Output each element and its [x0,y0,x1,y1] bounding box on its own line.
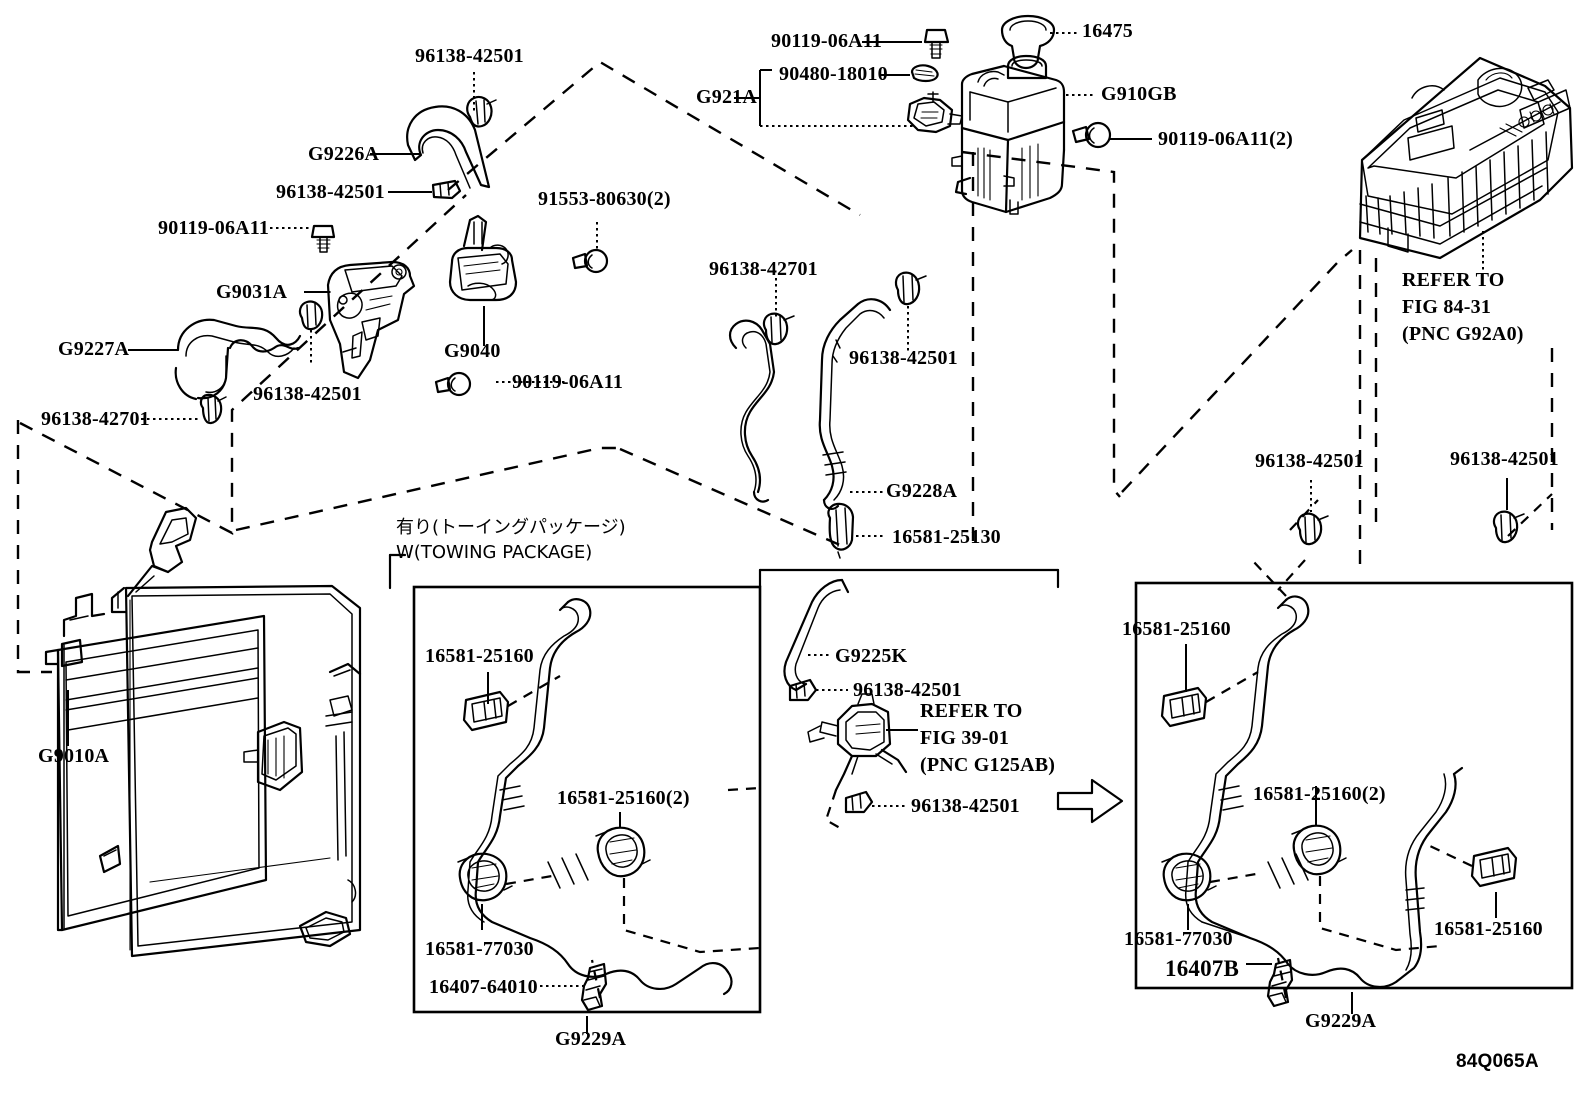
clip-96138-42501-g9227a-icon [298,300,324,331]
clamp-16581-25160-right-tl-icon [1160,686,1208,728]
label-bolt-90119-06a11-tank: 90119-06A11 [771,30,883,52]
reservoir-tank-g910gb-icon [951,14,1066,215]
label-clip-96138-42501-b: 96138-42501 [276,181,385,203]
clip-96138-42501-g9225k-icon [788,678,818,702]
hose-g9225k-icon [783,578,850,692]
right-detail-box [1134,581,1574,990]
label-clip-96138-42501-g9227a: 96138-42501 [253,383,362,405]
bracket-g9031a-icon [326,260,416,380]
label-clip-96138-42501-mid: 96138-42501 [849,347,958,369]
radiator-g9010a-icon [44,506,362,958]
hose-g9228a-icon [728,298,892,510]
label-clip-96138-42501-r2: 96138-42501 [1450,448,1559,470]
internal-dashed-links [505,559,1473,999]
clip-96138-42501-r2-icon [1492,510,1525,544]
label-box-left-clamp-16581-77030: 16581-77030 [425,938,534,960]
label-box-left-clamp-16581-25160-2: 16581-25160(2) [557,787,690,809]
hose-g9229a-right-icon [1184,595,1464,988]
clip-96138-42501-mid-icon [894,271,927,306]
clip-96138-42501-r1-icon [1296,512,1329,546]
clip-96138-42501-b-icon [431,179,462,200]
label-hose-g9225k: G9225K [835,645,908,667]
label-box-right-clamp-16581-25160-tl: 16581-25160 [1122,618,1231,640]
leader-lines [67,32,1508,1034]
label-clip-96138-42701-left: 96138-42701 [41,408,150,430]
label-clip-96138-42501-r1: 96138-42501 [1255,450,1364,472]
label-hose-g9228a: G9228A [886,480,958,502]
label-bolt-90119-06a11-2: 90119-06A11(2) [1158,128,1294,150]
label-clip-96138-42501-top: 96138-42501 [415,45,524,67]
clip-96138-42501-valve-icon [844,790,874,814]
clamp-16581-25160-2-right-icon [1291,824,1347,876]
clamp-16581-25130-icon [827,502,855,559]
figure-code: 84Q065A [1456,1051,1539,1072]
label-clip-96138-42701-mid: 96138-42701 [709,258,818,280]
dashed-routing-envelope [16,60,1554,674]
label-cap-16475: 16475 [1082,20,1133,42]
bolt-90119-06a11-g9040-icon [434,371,472,397]
label-clip-96138-42501-g9225k: 96138-42501 [853,679,962,701]
label-refer-fig-84-31: REFER TO FIG 84-31 (PNC G92A0) [1402,269,1524,345]
bolt-90119-06a11-tank-icon [923,28,950,59]
label-clamp-16581-25130: 16581-25130 [892,526,1001,548]
label-radiator-g9010a: G9010A [38,745,110,767]
grommet-90480-18010-icon [910,64,939,83]
label-valve-g9040: G9040 [444,340,501,362]
transfer-arrow-icon [1056,778,1124,824]
label-box-left-clamp-16581-25160: 16581-25160 [425,645,534,667]
label-box-right-hose-g9229a: G9229A [1305,1010,1377,1032]
clamp-16581-25160-left-icon [462,690,510,732]
clamp-16581-77030-right-icon [1161,852,1217,902]
label-sensor-91553-80630: 91553-80630(2) [538,188,671,210]
label-towing-note-en: W(TOWING PACKAGE) [396,542,593,563]
label-bracket-g9031a: G9031A [216,281,288,303]
clip-96138-42701-left-icon [199,393,227,425]
towing-package-box [388,553,1060,1014]
label-box-right-clamp-16581-25160-2: 16581-25160(2) [1253,783,1386,805]
clamp-16581-77030-left-icon [457,852,513,902]
clip-96138-42701-mid-icon [762,312,795,346]
drain-16407b-icon [1266,958,1294,1008]
label-box-right-clamp-16581-77030: 16581-77030 [1124,928,1233,950]
label-refer-fig-39-01: REFER TO FIG 39-01 (PNC G125AB) [920,700,1056,776]
bolt-90119-06a11-left-icon [310,224,336,253]
hose-g9226a [406,105,491,189]
clip-96138-42501-top-icon [466,95,497,128]
hose-g9229a-left-icon [466,598,733,996]
label-bolt-90119-06a11-left: 90119-06A11 [158,217,270,239]
label-box-right-drain-16407b: 16407B [1165,956,1240,981]
label-box-right-clamp-16581-25160-br: 16581-25160 [1434,918,1543,940]
valve-g9040-icon [448,214,518,302]
label-bolt-90119-06a11-g9040: 90119-06A11 [512,371,624,393]
label-clip-96138-42501-valve: 96138-42501 [911,795,1020,817]
inverter-assembly-icon [1358,56,1574,260]
label-box-left-hose-g9229a: G9229A [555,1028,627,1050]
tank-bracket-icon [906,91,963,134]
label-grommet-90480-18010: 90480-18010 [779,63,888,85]
label-box-left-drain-16407-64010: 16407-64010 [429,976,538,998]
clamp-16581-25160-2-left-icon [595,826,651,878]
label-hose-g9226a: G9226A [308,143,380,165]
label-towing-note-jp: 有り(トーイングパッケージ) [396,517,626,538]
control-valve-fig3901-icon [807,693,908,792]
hose-g9227a-icon [174,318,302,401]
label-tank-g910gb: G910GB [1101,83,1177,105]
clamp-16581-25160-right-br-icon [1470,846,1518,888]
label-hose-g9227a: G9227A [58,338,130,360]
sensor-91553-80630-icon [571,248,609,274]
bolt-90119-06a11-2-icon [1071,121,1112,149]
label-bracket-g921a: G921A [696,86,757,108]
